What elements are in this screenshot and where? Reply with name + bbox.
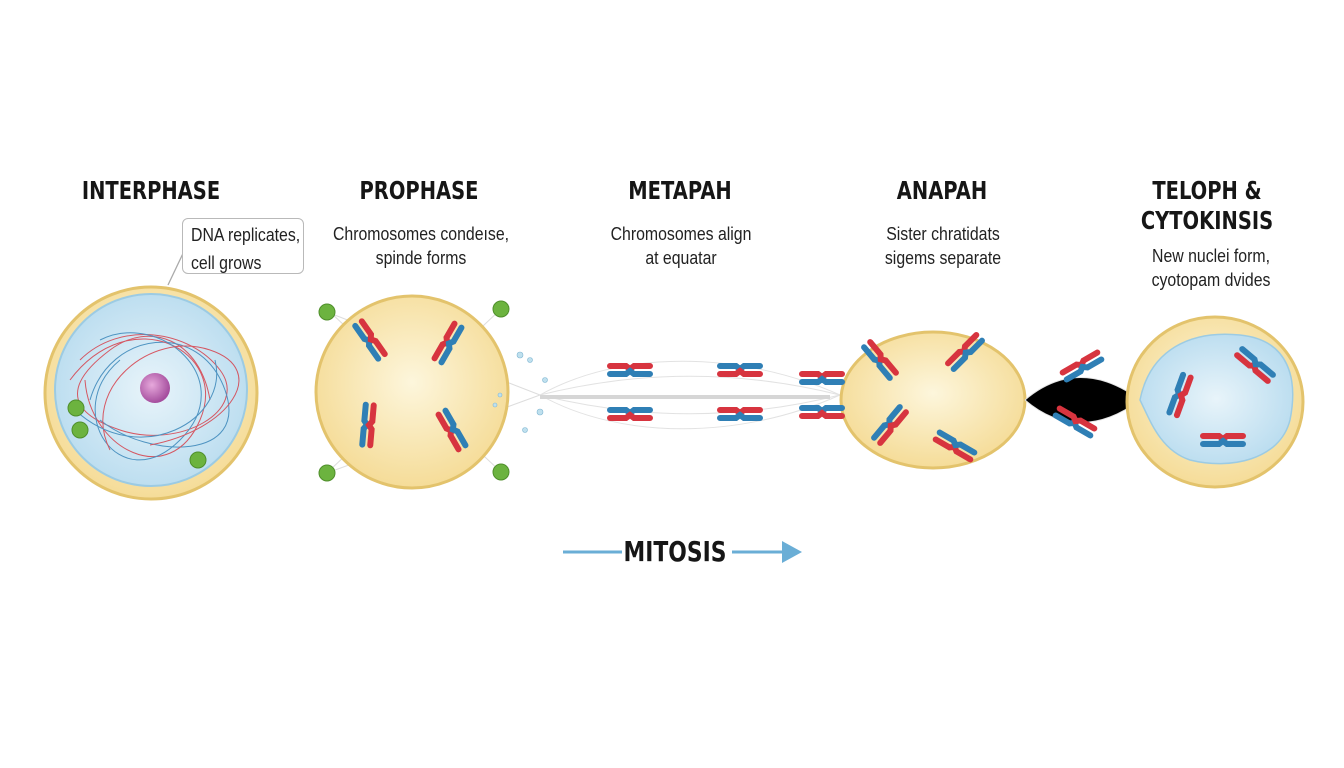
- telophase-cell: [1125, 315, 1305, 489]
- desc-line: New nuclei form,: [1152, 246, 1270, 266]
- chromosome: [1052, 405, 1098, 439]
- spindle: [539, 360, 841, 430]
- prophase-desc: Chromosomes condeıse, spinde forms: [333, 222, 509, 270]
- stage-title-telophase: TELOPH &CYTOKINSIS: [1141, 176, 1273, 236]
- desc-line: spinde forms: [375, 248, 467, 268]
- nucleolus: [140, 373, 170, 403]
- chromosomes: [352, 318, 1276, 463]
- chromosome: [945, 332, 985, 372]
- desc-line: Sister chratidats: [886, 224, 1000, 244]
- desc-line: Chromosomes condeıse,: [332, 224, 510, 244]
- interphase-cell: [43, 244, 259, 501]
- arrow-head-icon: [782, 541, 802, 563]
- prophase-cell: [314, 294, 548, 490]
- chromosome: [1200, 433, 1246, 447]
- interphase-callout: DNA replicates, cell grows: [182, 218, 304, 274]
- chromosome: [1166, 371, 1194, 419]
- chromosome: [717, 363, 763, 377]
- chromosome: [717, 407, 763, 421]
- mitosis-arrow: [563, 541, 802, 563]
- centrosome: [492, 300, 510, 318]
- centrosome: [318, 464, 336, 482]
- desc-line: at equatar: [645, 248, 717, 268]
- chromosome: [435, 407, 469, 453]
- chromosome: [1059, 349, 1105, 383]
- title-line: CYTOKINSIS: [1140, 206, 1274, 235]
- stage-title-prophase: PROPHASE: [359, 176, 479, 205]
- title-line: TELOPH &: [1152, 176, 1262, 205]
- desc-line: cell grows: [191, 253, 262, 273]
- anaphase-desc: Sister chratidats sigems separate: [885, 222, 1001, 270]
- chromosome: [932, 429, 978, 463]
- chromosome: [861, 339, 899, 381]
- chromosome: [359, 401, 377, 449]
- chromosome: [871, 404, 909, 446]
- desc-line: Chromosomes align: [610, 224, 752, 244]
- telophase-desc: New nuclei form, cyotopam dvides: [1152, 244, 1271, 292]
- metaphase-desc: Chromosomes align at equatar: [611, 222, 752, 270]
- stage-title-anaphase: ANAPAH: [896, 176, 988, 205]
- chromosome: [799, 371, 845, 385]
- desc-line: sigems separate: [884, 248, 1002, 268]
- desc-line: DNA replicates,: [191, 225, 301, 245]
- stage-title-interphase: INTERPHASE: [81, 176, 221, 205]
- mitosis-label: MITOSIS: [623, 535, 727, 568]
- chromosome: [607, 407, 653, 421]
- desc-line: cyotopam dvides: [1151, 270, 1271, 290]
- chromosome: [1234, 346, 1276, 384]
- chromosome: [799, 405, 845, 419]
- chromosome: [431, 320, 465, 366]
- chromosome: [352, 318, 388, 362]
- centrosome: [318, 303, 336, 321]
- centrosome: [492, 463, 510, 481]
- stage-title-metaphase: METAPAH: [628, 176, 732, 205]
- chromosome: [607, 363, 653, 377]
